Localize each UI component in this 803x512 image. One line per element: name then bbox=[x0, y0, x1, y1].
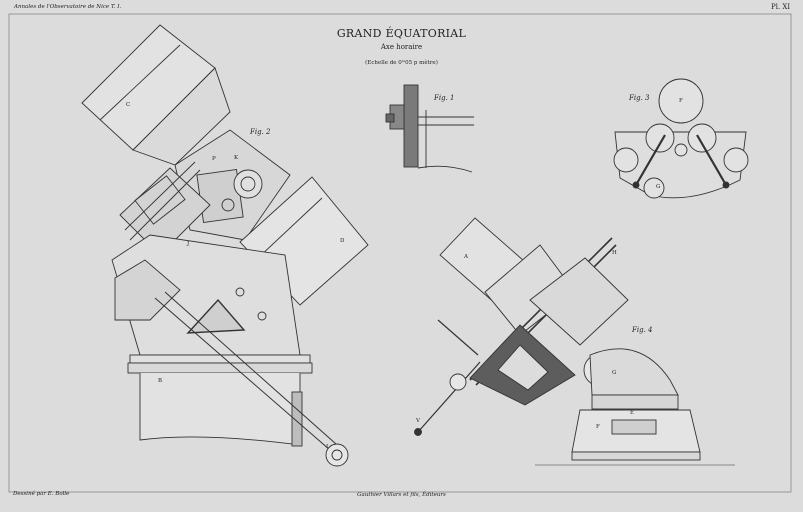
plate-number: Pl. XI bbox=[771, 3, 791, 11]
fig4-label: Fig. 4 bbox=[632, 326, 653, 334]
letter-l: L bbox=[326, 444, 330, 450]
plate-border bbox=[8, 13, 792, 493]
letter-b: B bbox=[158, 378, 163, 384]
fig4-letter-g: G bbox=[612, 370, 617, 376]
fig4-letter-h: H bbox=[612, 250, 617, 256]
fig3-label: Fig. 3 bbox=[629, 94, 650, 102]
fig4-letter-f: F bbox=[596, 424, 600, 430]
plate-title: GRAND ÉQUATORIAL bbox=[336, 27, 467, 40]
fig4-letter-a: A bbox=[464, 254, 468, 260]
letter-d: D bbox=[340, 238, 345, 244]
fig2-drawing bbox=[81, 24, 369, 467]
letter-k: K bbox=[234, 155, 239, 161]
fig4-letter-e: E bbox=[630, 410, 635, 416]
fig3-letter-g: G bbox=[656, 184, 661, 190]
plate-subtitle: Axe horaire bbox=[380, 43, 423, 51]
fig3-letter-f: F bbox=[679, 98, 683, 104]
plate-scale: (Echelle de 0ᵐ05 p mètre) bbox=[365, 60, 438, 66]
fig2-label: Fig. 2 bbox=[250, 128, 271, 136]
fig4-letter-v: V bbox=[416, 418, 420, 424]
fig1-label: Fig. 1 bbox=[434, 94, 455, 102]
fig4-drawing bbox=[414, 217, 735, 466]
fig3-wheel-f bbox=[658, 78, 704, 124]
header-left: Annales de l'Observatoire de Nice T. I. bbox=[14, 4, 122, 10]
footer-draftsman: Dessiné par E. Bolle bbox=[13, 491, 70, 497]
fig1-drawing bbox=[385, 84, 474, 173]
letter-p: P bbox=[212, 156, 216, 162]
letter-c: C bbox=[126, 102, 131, 108]
fig1-section bbox=[403, 84, 419, 168]
footer-publisher: Gauthier Villars et fils, Éditeurs bbox=[357, 492, 446, 498]
fig3-drawing bbox=[613, 78, 749, 199]
letter-j: J bbox=[187, 241, 190, 247]
